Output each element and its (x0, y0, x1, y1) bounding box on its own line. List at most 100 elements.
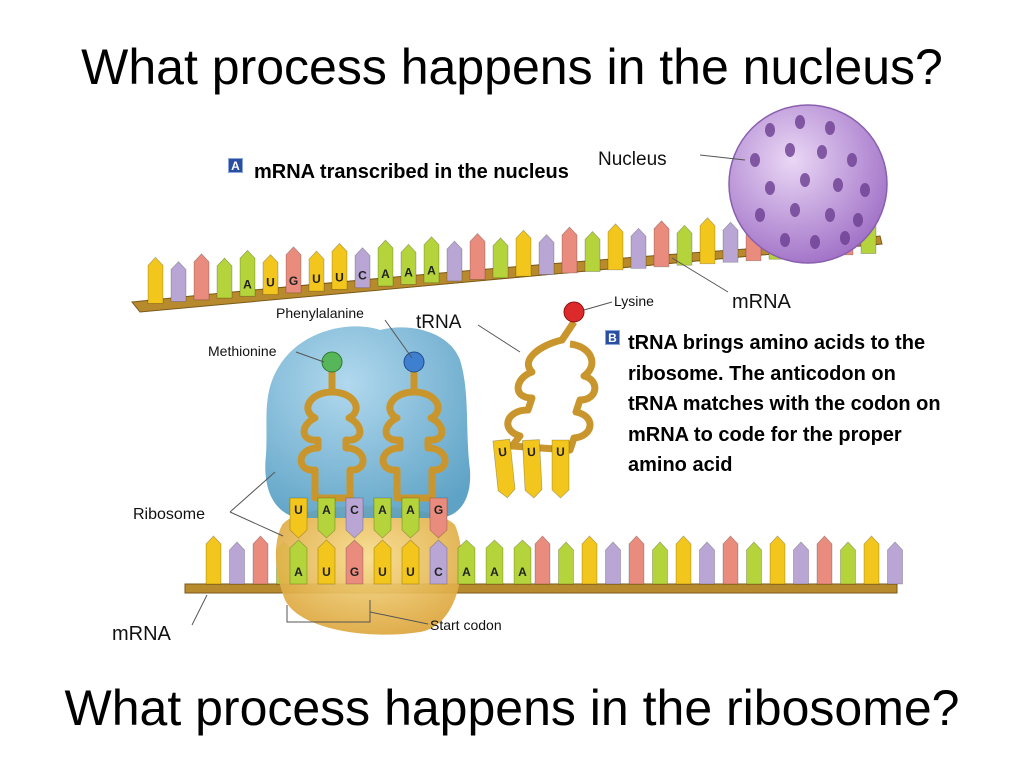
top-mrna-nucleotide: U (262, 253, 279, 295)
base-letter: G (289, 274, 298, 288)
bottom-mrna-nucleotide (816, 535, 833, 585)
anticodon-nucleotide: U (289, 497, 308, 539)
trna-methionine (297, 351, 367, 502)
caption-step-b: tRNA brings amino acids to the ribosome.… (628, 332, 941, 476)
base-letter: A (490, 565, 499, 579)
base-letter: G (434, 503, 443, 517)
title-top: What process happens in the nucleus? (81, 39, 943, 95)
base-letter: U (312, 272, 321, 286)
label-phenylalanine: Phenylalanine (276, 305, 364, 321)
top-mrna-nucleotide (193, 253, 210, 301)
bottom-mrna-nucleotide (605, 541, 621, 585)
base-letter: G (350, 565, 359, 579)
top-mrna-nucleotide (170, 261, 187, 302)
nuclear-pore (790, 203, 800, 217)
top-mrna-nucleotide: A (239, 249, 256, 297)
codon-nucleotide: A (485, 539, 504, 585)
bottom-mrna-nucleotide (205, 535, 222, 585)
base-letter: A (427, 264, 436, 278)
bottom-mrna-strand (184, 535, 903, 594)
top-mrna-nucleotide: A (377, 239, 394, 287)
trna-phenylalanine (379, 351, 449, 502)
top-mrna-nucleotide (630, 227, 647, 269)
nuclear-pore (853, 213, 863, 227)
codon-nucleotide: A (289, 539, 308, 585)
base-letter: A (406, 503, 415, 517)
base-letter: C (350, 503, 359, 517)
base-letter: C (434, 565, 443, 579)
base-letter: U (378, 565, 387, 579)
bottom-mrna-nucleotide (887, 541, 903, 585)
phenylalanine-ball (403, 351, 425, 373)
bottom-mrna-nucleotide (652, 541, 668, 585)
nuclear-pore (800, 173, 810, 187)
caption-step-a: mRNA transcribed in the nucleus (254, 161, 569, 183)
nuclear-pore (755, 208, 765, 222)
bottom-mrna-nucleotide (229, 541, 245, 585)
title-bottom: What process happens in the ribosome? (64, 680, 960, 736)
base-letter: A (404, 265, 413, 279)
ribosome-small-subunit (275, 506, 462, 635)
top-mrna-nucleotide (515, 229, 532, 277)
codon-nucleotide: G (345, 539, 364, 585)
base-letter: U (322, 565, 331, 579)
base-letter: A (518, 565, 527, 579)
nuclear-pore (750, 153, 760, 167)
base-letter: U (498, 445, 508, 460)
nuclear-pore (847, 153, 857, 167)
nuclear-pores (750, 115, 870, 249)
base-letter: U (527, 445, 536, 459)
top-mrna-nucleotide (561, 226, 578, 274)
leader-lines (191, 257, 729, 626)
base-letter: A (243, 277, 252, 291)
base-letter: U (294, 503, 303, 517)
nuclear-pore (860, 183, 870, 197)
free-anticodon-nucleotide: U (551, 439, 570, 499)
codon-nucleotide: C (429, 539, 448, 585)
free-anticodon-nucleotide: U (492, 438, 516, 499)
bottom-mrna-nucleotide (581, 535, 598, 585)
badge-b: B (605, 330, 620, 345)
base-letter: U (266, 276, 275, 290)
label-start-codon: Start codon (430, 617, 502, 633)
base-letter: A (294, 565, 303, 579)
free-anticodon-nucleotide: U (522, 439, 543, 499)
bottom-mrna-nucleotide (793, 541, 809, 585)
label-mrna-top: mRNA (732, 291, 792, 313)
base-letter: U (406, 565, 415, 579)
anticodon-nucleotide: A (317, 497, 336, 539)
top-mrna-nucleotide: G (285, 246, 302, 294)
top-mrna-nucleotide: A (423, 236, 440, 284)
bottom-mrna-nucleotide (628, 535, 645, 585)
top-mrna-nucleotide (699, 217, 716, 265)
nuclear-pore (780, 233, 790, 247)
top-mrna-nucleotide (492, 237, 509, 279)
nuclear-pore (785, 143, 795, 157)
base-letter: U (335, 270, 344, 284)
nuclear-pore (840, 231, 850, 245)
nuclear-pore (795, 115, 805, 129)
bottom-mrna-nucleotide (863, 535, 880, 585)
top-mrna-nucleotide (147, 256, 164, 304)
anticodon-nucleotide: A (401, 497, 420, 539)
top-mrna-nucleotide: U (331, 242, 348, 290)
nuclear-pore (825, 208, 835, 222)
codon-nucleotide: A (457, 539, 476, 585)
top-mrna-nucleotide (584, 230, 601, 272)
ribosome (265, 326, 471, 635)
top-mrna-nucleotide (653, 220, 670, 268)
anticodon-nucleotide: G (429, 497, 448, 539)
anticodon-nucleotide: C (345, 497, 364, 539)
anticodon-nucleotide: A (373, 497, 392, 539)
top-mrna-nucleotide (469, 232, 486, 280)
top-mrna-nucleotide: A (400, 243, 417, 285)
nucleus (699, 104, 888, 264)
label-methionine: Methionine (208, 343, 277, 359)
label-trna: tRNA (416, 312, 462, 333)
badge-a: A (228, 158, 243, 173)
nuclear-pore (765, 181, 775, 195)
codon-nucleotide: U (317, 539, 336, 585)
base-letter: U (556, 445, 565, 459)
label-mrna-bottom: mRNA (112, 623, 172, 645)
base-letter: A (381, 267, 390, 281)
